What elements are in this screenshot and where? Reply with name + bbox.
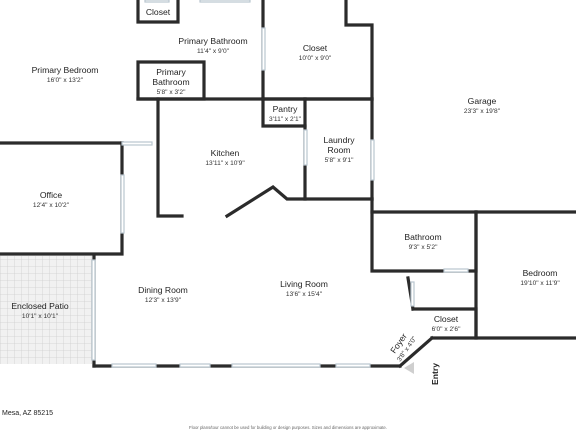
closet-mid-dim: 10'0" x 9'0" bbox=[299, 55, 332, 62]
office-label: Office bbox=[40, 190, 63, 200]
bedroom-label: Bedroom bbox=[523, 268, 558, 278]
footer-disclaimer: Floor plans/tour cannot be used for buil… bbox=[188, 425, 387, 430]
pantry-label: Pantry bbox=[273, 104, 299, 114]
living-room-label: Living Room bbox=[280, 279, 328, 289]
bathroom-label: Bathroom bbox=[404, 232, 441, 242]
laundry-label-1: Laundry bbox=[323, 135, 355, 145]
room-labels: Closet Primary Bathroom 11'4" x 9'0" Pri… bbox=[11, 7, 560, 363]
primary-bathroom-label: Primary Bathroom bbox=[178, 36, 247, 46]
laundry-label-2: Room bbox=[328, 145, 351, 155]
closet-small-label: Closet bbox=[434, 314, 459, 324]
closet-small-dim: 6'0" x 2'6" bbox=[432, 326, 461, 333]
kitchen-dim: 13'11" x 10'9" bbox=[205, 160, 245, 167]
windows bbox=[91, 0, 469, 368]
dining-room-label: Dining Room bbox=[138, 285, 188, 295]
primary-bedroom-label: Primary Bedroom bbox=[32, 65, 99, 75]
primary-bathroom-small-dim: 5'8" x 3'2" bbox=[157, 89, 186, 96]
living-room-dim: 13'6" x 15'4" bbox=[286, 291, 323, 298]
primary-bathroom-small-label-1: Primary bbox=[156, 67, 186, 77]
laundry-dim: 5'8" x 9'1" bbox=[325, 157, 354, 164]
bathroom-dim: 9'3" x 5'2" bbox=[409, 244, 438, 251]
footer-location: Mesa, AZ 85215 bbox=[2, 410, 53, 417]
closet-mid-label: Closet bbox=[303, 43, 328, 53]
garage-dim: 23'3" x 19'8" bbox=[464, 108, 501, 115]
closet-top-label: Closet bbox=[146, 7, 171, 17]
kitchen-label: Kitchen bbox=[211, 148, 240, 158]
enclosed-patio-floor bbox=[0, 256, 94, 364]
dining-room-dim: 12'3" x 13'9" bbox=[145, 297, 182, 304]
foyer-label-group: Foyer 3'8" x 4'0" bbox=[388, 331, 419, 363]
enclosed-patio-label: Enclosed Patio bbox=[11, 301, 69, 311]
office-dim: 12'4" x 10'2" bbox=[33, 202, 70, 209]
entry-arrow-icon bbox=[404, 362, 414, 374]
garage-label: Garage bbox=[468, 96, 497, 106]
pantry-dim: 3'11" x 2'1" bbox=[269, 116, 302, 123]
primary-bathroom-small-label-2: Bathroom bbox=[152, 77, 189, 87]
entry-label: Entry bbox=[430, 363, 440, 385]
bedroom-dim: 19'10" x 11'9" bbox=[520, 280, 560, 287]
primary-bathroom-dim: 11'4" x 9'0" bbox=[197, 48, 230, 55]
enclosed-patio-dim: 10'1" x 10'1" bbox=[22, 313, 59, 320]
primary-bedroom-dim: 16'0" x 13'2" bbox=[47, 77, 84, 84]
